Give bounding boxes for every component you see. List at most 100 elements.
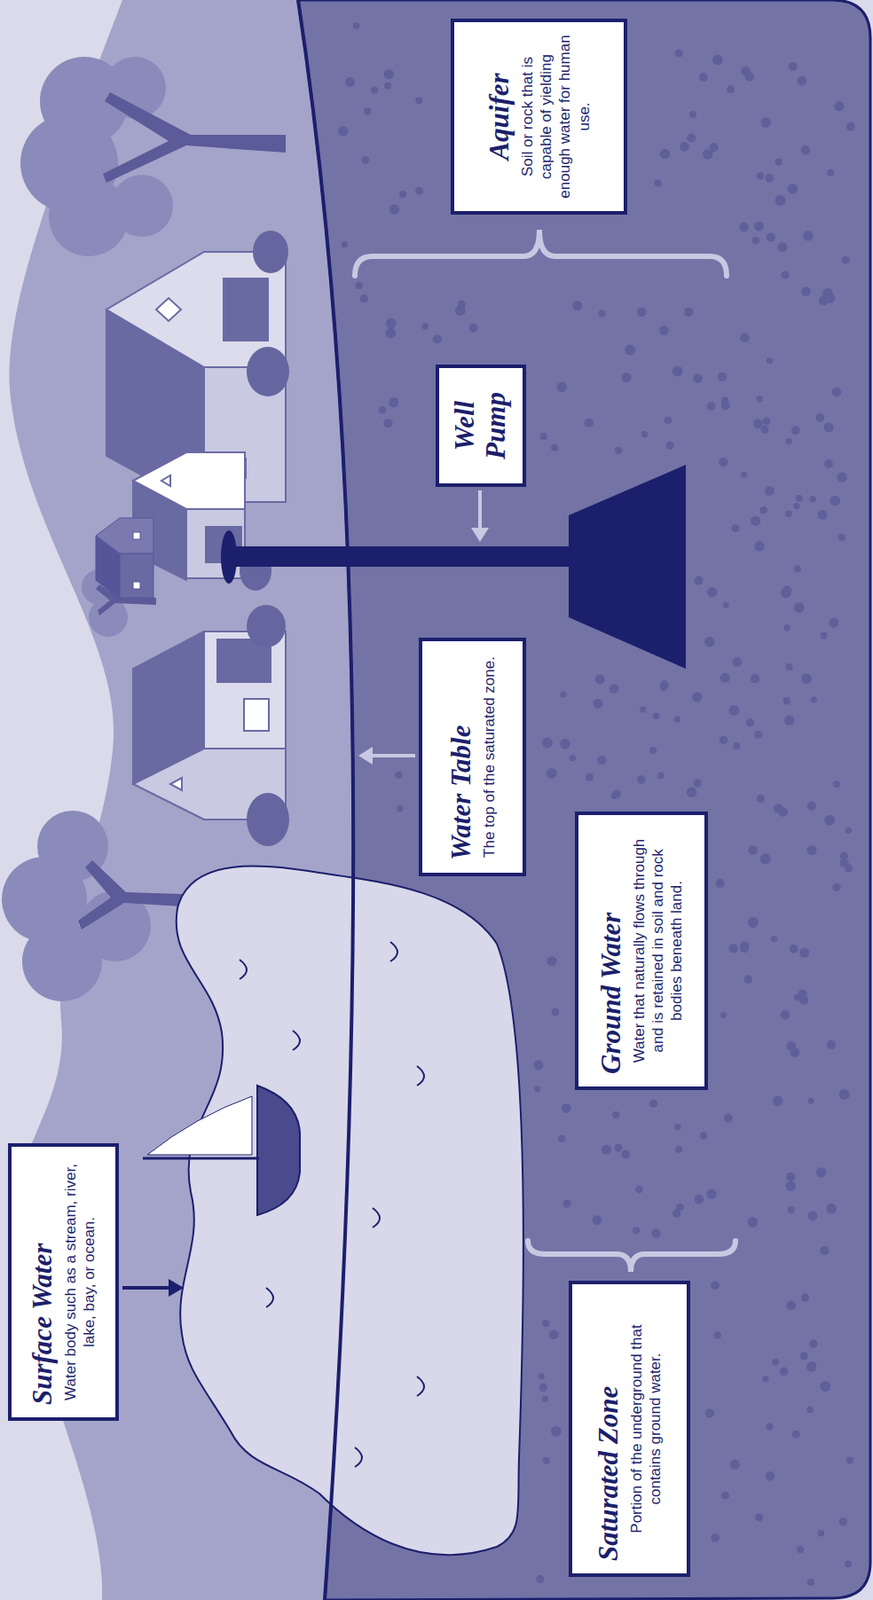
soil-dots xyxy=(773,803,784,814)
soil-dots xyxy=(422,322,429,330)
soil-dots xyxy=(561,1103,572,1114)
soil-dots xyxy=(801,145,811,155)
soil-dots xyxy=(707,587,717,598)
soil-dots xyxy=(765,1471,775,1481)
soil-dots xyxy=(723,602,730,609)
soil-dots xyxy=(666,441,675,450)
soil-dots xyxy=(659,325,669,336)
soil-dots xyxy=(455,305,466,316)
soil-dots xyxy=(694,576,704,586)
waves xyxy=(354,1447,362,1468)
soil-dots xyxy=(795,495,803,503)
house xyxy=(133,631,286,820)
soil-dots xyxy=(764,173,774,183)
soil-dots xyxy=(846,122,856,132)
soil-dots xyxy=(796,1546,804,1554)
soil-dots xyxy=(772,1096,783,1107)
soil-dots xyxy=(706,1189,716,1200)
soil-dots xyxy=(786,663,794,671)
soil-dots xyxy=(755,1513,763,1522)
soil-dots xyxy=(686,133,696,142)
soil-dots xyxy=(783,624,791,632)
soil-dots xyxy=(739,333,749,343)
soil-dots xyxy=(830,495,841,506)
soil-dots xyxy=(816,1167,826,1178)
soil-dots xyxy=(676,1203,684,1212)
soil-dots xyxy=(841,256,850,265)
soil-dots xyxy=(771,1359,779,1367)
soil-dots xyxy=(384,69,394,79)
water-table-line xyxy=(298,0,354,1600)
bush xyxy=(252,230,289,274)
soil-dots xyxy=(546,768,558,779)
soil-dots xyxy=(754,541,765,552)
soil-dots xyxy=(692,692,702,702)
well-pump xyxy=(220,530,237,584)
box-heading: Water Table xyxy=(446,653,478,861)
soil-dots xyxy=(719,736,729,746)
soil-dots xyxy=(732,742,740,750)
soil-dots xyxy=(355,282,363,290)
house xyxy=(133,452,245,510)
tree xyxy=(20,56,286,257)
soil-dots xyxy=(809,1339,818,1349)
soil-dots xyxy=(797,76,808,87)
soil-dots xyxy=(549,1330,559,1341)
box-body: Water body such as a stream, river, lake… xyxy=(61,1159,100,1406)
soil-dots xyxy=(641,431,649,439)
bush xyxy=(246,793,290,847)
soil-dots xyxy=(394,771,402,779)
soil-dots xyxy=(766,233,776,243)
soil-dots xyxy=(534,1060,544,1070)
soil-dots xyxy=(824,815,835,826)
waves xyxy=(239,942,425,1468)
soil-dots xyxy=(797,989,807,999)
house xyxy=(133,582,141,590)
soil-dots xyxy=(389,204,400,215)
soil-dots xyxy=(784,715,795,726)
soil-dots xyxy=(739,222,749,233)
soil-dots xyxy=(721,1492,730,1501)
soil-dots xyxy=(652,1229,661,1239)
soil-dots xyxy=(810,696,818,703)
soil-dots xyxy=(572,300,582,311)
soil-dots xyxy=(783,697,791,705)
soil-dots xyxy=(729,943,739,953)
box-heading: Ground Water xyxy=(596,827,628,1075)
soil-dots xyxy=(799,948,810,959)
sailboat xyxy=(257,1085,300,1216)
soil-dots xyxy=(639,707,646,714)
soil-dots xyxy=(826,169,834,177)
soil-dots xyxy=(750,674,760,684)
leader-arrow xyxy=(478,490,482,530)
soil-dots xyxy=(385,328,397,339)
soil-dots xyxy=(539,1384,548,1393)
soil-dots xyxy=(815,413,825,423)
soil-dots xyxy=(846,1457,854,1465)
soil-dots xyxy=(844,1561,852,1569)
waves xyxy=(372,1208,380,1228)
label-box: Well Pump xyxy=(435,364,527,488)
soil-dots xyxy=(694,1195,705,1205)
label-box: Surface WaterWater body such as a stream… xyxy=(7,1143,119,1422)
box-body: Soil or rock that is capable of yielding… xyxy=(518,34,594,199)
soil-dots xyxy=(637,775,646,785)
soil-dots xyxy=(660,149,671,160)
soil-dots xyxy=(775,158,783,166)
soil-dots xyxy=(569,755,576,762)
leader-arrow xyxy=(370,754,416,758)
soil-dots xyxy=(807,1579,815,1587)
soil-dots xyxy=(663,416,672,425)
soil-dots xyxy=(789,944,799,954)
tree xyxy=(1,810,182,1002)
soil-dots xyxy=(729,705,740,716)
soil-dots xyxy=(747,917,759,929)
soil-dots xyxy=(752,236,761,245)
house xyxy=(223,278,268,341)
soil-dots xyxy=(707,401,716,411)
house xyxy=(95,518,154,554)
soil-dots xyxy=(699,72,708,82)
waves xyxy=(416,1376,425,1397)
label-box: Ground WaterWater that naturally flows t… xyxy=(574,811,708,1091)
